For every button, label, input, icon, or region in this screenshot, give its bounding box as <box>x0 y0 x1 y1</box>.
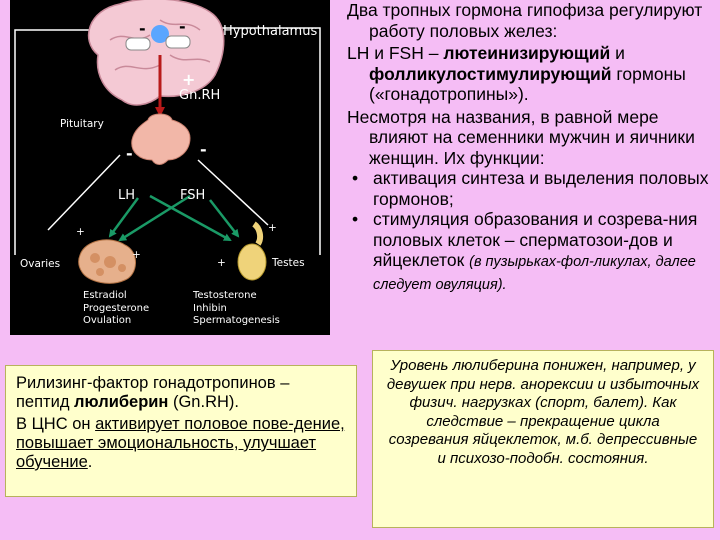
fsh-to-testis-arrow <box>209 199 240 238</box>
hormone-diagram: - - Hypothalamus + Gn.RH Pituitary - - L… <box>10 0 330 335</box>
lh-to-ovary-arrow <box>108 197 140 238</box>
ovary-product: Estradiol <box>83 290 127 301</box>
intro-paragraph: Два тропных гормона гипофиза регулируют … <box>347 0 703 41</box>
gnrh-definition-end: (Gn.RH). <box>168 393 239 411</box>
fsh-term: фолликулостимулирующий <box>369 63 612 84</box>
feedback-lines <box>14 27 321 255</box>
hypothalamus-minus-right: - <box>179 17 186 36</box>
lh-label: LH <box>118 188 136 203</box>
pituitary-feedback-left <box>47 154 121 231</box>
hypothalamus-marker <box>151 25 169 43</box>
lh-to-testis-arrow <box>149 194 232 242</box>
testes-product: Testosterone <box>193 290 257 301</box>
pituitary-minus-left: - <box>126 144 133 163</box>
bullet-item-1: • активация синтеза и выделения половых г… <box>347 168 719 209</box>
gnrh-info-box: Рилизинг-фактор гонадотропинов – пептид … <box>5 365 357 497</box>
ovary-product: Progesterone <box>83 302 150 314</box>
diagram-graphics <box>14 0 321 284</box>
testis-plus-left: + <box>217 257 226 269</box>
bullet-item-2: • стимуляция образования и созрева-ния по… <box>347 209 719 295</box>
fsh-to-ovary-arrow <box>118 194 191 242</box>
liberin-level-box: Уровень люлиберина понижен, например, у … <box>372 350 714 528</box>
lh-fsh-lead: LH и FSH – <box>347 43 444 63</box>
cns-effects-underlined: активирует половое пове-дение, повышает … <box>16 415 345 471</box>
feedback-line-right <box>218 27 321 255</box>
hypothalamus-label: Hypothalamus <box>223 24 318 39</box>
functions-paragraph: Несмотря на названия, в равной мере влия… <box>347 106 695 168</box>
pituitary-feedback-right <box>197 159 269 226</box>
fsh-label: FSH <box>180 188 206 203</box>
gnrh-cns-effects: В ЦНС он активирует половое пове-дение, … <box>16 415 346 472</box>
gnrh-definition: Рилизинг-фактор гонадотропинов – пептид … <box>16 374 346 412</box>
gnrh-label: Gn.RH <box>179 88 221 103</box>
ovary-plus-right: + <box>132 249 141 261</box>
bullet-marker: • <box>352 209 359 229</box>
lh-fsh-tail: гормоны («гонадотропины»). <box>369 63 686 105</box>
testes-products-list: Testosterone Inhibin Spermatogenesis <box>193 290 280 328</box>
bullet-text: стимуляция образования и созрева-ния пол… <box>373 209 698 270</box>
ovaries-label: Ovaries <box>20 258 61 270</box>
gnrh-plus: + <box>182 70 196 89</box>
brain-illustration <box>88 0 225 106</box>
gnrh-definition-start: Рилизинг-фактор гонадотропинов – пептид <box>16 374 290 411</box>
ovary-products-list: Estradiol Progesterone Ovulation <box>83 290 149 328</box>
liberin-term: люлиберин <box>74 393 169 411</box>
cns-effects-start: В ЦНС он <box>16 415 96 433</box>
lh-term: лютеинизирующий <box>443 43 611 63</box>
cns-effects-end: . <box>87 453 93 471</box>
bullet-note: (в пузырьках-фол-ликулах, далее следует … <box>373 254 696 293</box>
testes-product: Spermatogenesis <box>193 315 280 326</box>
liberin-level-text: Уровень люлиберина понижен, например, у … <box>386 357 700 467</box>
gonadotropin-arrows <box>108 194 240 242</box>
lh-fsh-mid: и <box>610 43 625 63</box>
testis-plus-top: + <box>268 222 277 234</box>
ovary-illustration <box>78 239 136 284</box>
pituitary-minus-right: - <box>200 140 207 159</box>
bullet-marker: • <box>352 168 359 188</box>
bullet-text: активация синтеза и выделения половых го… <box>373 168 709 209</box>
right-text-block: Два тропных гормона гипофиза регулируют … <box>347 0 719 295</box>
lh-fsh-paragraph: LH и FSH – лютеинизирующий и фолликулост… <box>347 43 719 105</box>
testis-illustration <box>237 221 267 281</box>
testes-label: Testes <box>272 257 305 269</box>
ovary-plus-top: + <box>76 226 85 238</box>
hypothalamus-minus-left: - <box>139 19 146 38</box>
testes-product: Inhibin <box>193 302 227 314</box>
ovary-product: Ovulation <box>83 315 132 326</box>
pituitary-illustration <box>131 113 191 165</box>
feedback-line-left <box>14 29 90 255</box>
pituitary-label: Pituitary <box>60 118 104 130</box>
